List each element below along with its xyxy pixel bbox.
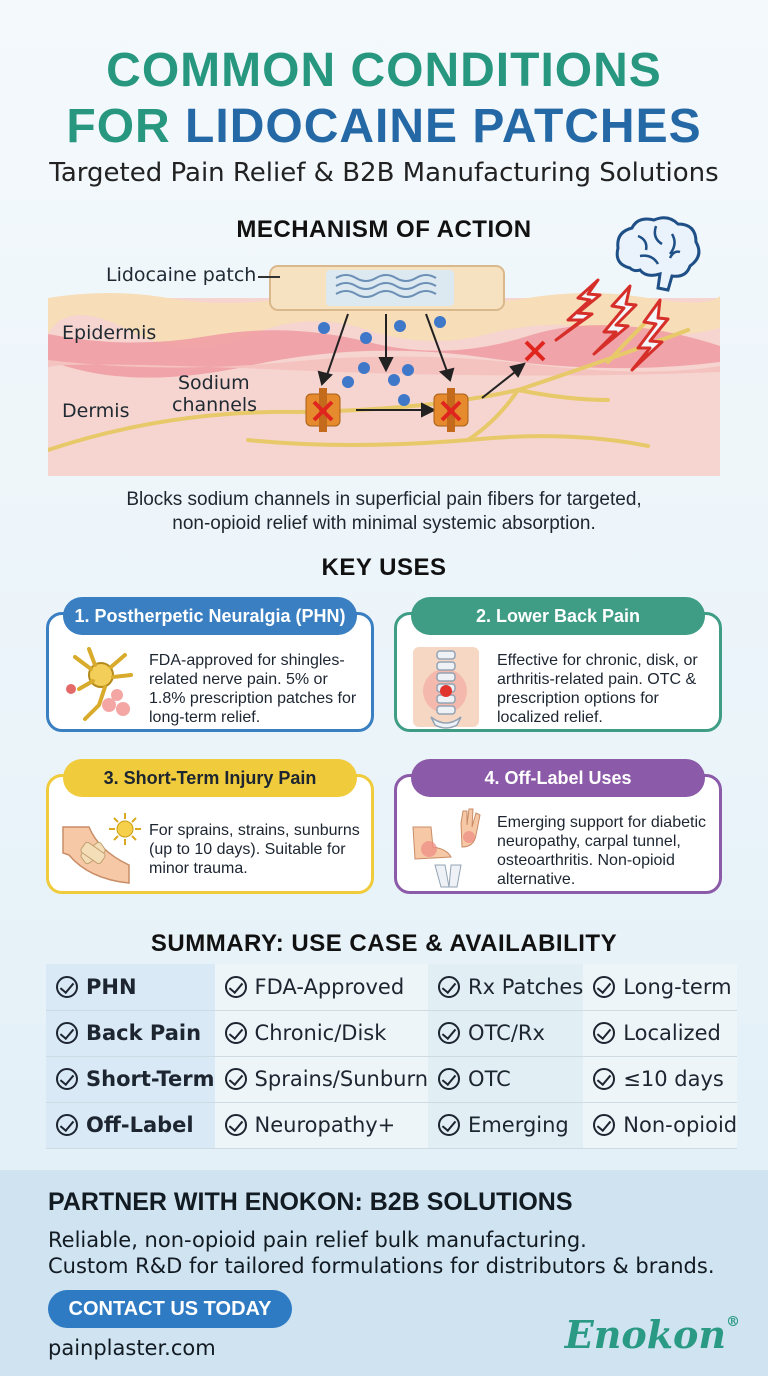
table-cell: Chronic/Disk	[254, 1021, 387, 1045]
nerve-cell-icon	[66, 647, 133, 721]
check-icon	[593, 1114, 616, 1136]
sodium-label-2: channels	[172, 394, 258, 416]
main-title-line2: FOR LIDOCAINE PATCHES	[0, 100, 768, 154]
partner-heading: PARTNER WITH ENOKON: B2B SOLUTIONS	[48, 1188, 573, 1216]
partner-line2: Custom R&D for tailored formulations for…	[48, 1254, 715, 1278]
table-row: Back Pain Chronic/Disk OTC/Rx Localized	[46, 1010, 738, 1057]
partner-line1: Reliable, non-opioid pain relief bulk ma…	[48, 1228, 587, 1252]
table-cell: Long-term	[623, 974, 732, 999]
subtitle: Targeted Pain Relief & B2B Manufacturing…	[49, 158, 719, 188]
dermis-label: Dermis	[62, 400, 130, 422]
use-card-injury: 3. Short-Term Injury Pain For sprains, s…	[46, 759, 374, 894]
brand-name: Enokon	[564, 1312, 726, 1357]
card-text: For sprains, strains, sunburns (up to 10…	[149, 822, 360, 877]
key-uses-heading: KEY USES	[321, 554, 447, 581]
card-title: 1. Postherpetic Neuralgia (PHN)	[63, 597, 357, 635]
title-prefix: FOR	[66, 100, 171, 153]
card-text: Emerging support for diabetic neuropathy…	[497, 814, 706, 888]
table-cell: Sprains/Sunburn	[254, 1067, 429, 1091]
brain-icon	[615, 216, 701, 292]
check-icon	[593, 975, 616, 998]
mechanism-caption-line2: non-opioid relief with minimal systemic …	[172, 513, 596, 534]
check-icon	[224, 1114, 247, 1136]
patch-label: Lidocaine patch	[106, 264, 257, 286]
mechanism-heading: MECHANISM OF ACTION	[236, 216, 532, 243]
use-card-off-label: 4. Off-Label Uses Emerging support for d…	[394, 759, 722, 894]
contact-us-button[interactable]: CONTACT US TODAY	[48, 1290, 292, 1328]
card-text: FDA-approved for shingles-related nerve …	[149, 652, 357, 726]
check-icon	[56, 975, 78, 998]
table-row: Off-Label Neuropathy+ Emerging Non-opioi…	[46, 1102, 738, 1149]
use-card-phn: 1. Postherpetic Neuralgia (PHN) FDA-appr…	[46, 597, 374, 732]
foot-hand-knee-icon	[412, 808, 481, 888]
table-cell: Rx Patches	[468, 974, 584, 999]
table-cell: PHN	[86, 974, 137, 999]
check-icon	[224, 975, 247, 998]
table-cell: Localized	[623, 1021, 721, 1045]
epidermis-label: Epidermis	[62, 322, 157, 344]
table-cell: ≤10 days	[623, 1067, 724, 1091]
enokon-logo: Enokon®	[565, 1312, 740, 1357]
table-cell: OTC	[468, 1067, 511, 1091]
mechanism-caption: Blocks sodium channels in superficial pa…	[40, 488, 728, 536]
card-title: 4. Off-Label Uses	[411, 759, 705, 797]
partner-section: PARTNER WITH ENOKON: B2B SOLUTIONS Relia…	[0, 1170, 768, 1376]
check-icon	[224, 1022, 247, 1044]
table-row: PHN FDA-Approved Rx Patches Long-term	[46, 964, 738, 1011]
card-title: 3. Short-Term Injury Pain	[63, 759, 357, 797]
check-icon	[224, 1068, 247, 1090]
table-row: Short-Term Sprains/Sunburn OTC ≤10 days	[46, 1056, 738, 1103]
check-icon	[56, 1022, 78, 1044]
table-cell: OTC/Rx	[468, 1021, 545, 1045]
check-icon	[593, 1068, 616, 1090]
summary-heading: SUMMARY: USE CASE & AVAILABILITY	[150, 930, 618, 957]
title-main: LIDOCAINE PATCHES	[185, 100, 702, 153]
summary-table: PHN FDA-Approved Rx Patches Long-term Ba…	[46, 964, 738, 1149]
table-cell: Short-Term	[86, 1067, 215, 1091]
check-icon	[56, 1068, 78, 1090]
registered-mark: ®	[726, 1314, 740, 1330]
bandaged-arm-sun-icon	[62, 813, 141, 884]
table-cell: Off-Label	[86, 1113, 194, 1137]
table-cell: Non-opioid	[623, 1113, 738, 1137]
mechanism-caption-line1: Blocks sodium channels in superficial pa…	[126, 489, 642, 510]
website-link[interactable]: painplaster.com	[48, 1336, 216, 1360]
main-title-line1: COMMON CONDITIONS	[106, 44, 662, 97]
spine-icon	[413, 647, 479, 729]
table-cell: Back Pain	[86, 1021, 202, 1045]
table-cell: Neuropathy+	[254, 1113, 396, 1137]
check-icon	[593, 1022, 616, 1044]
check-icon	[56, 1114, 78, 1136]
card-text: Effective for chronic, disk, or arthriti…	[497, 652, 698, 726]
card-title: 2. Lower Back Pain	[411, 597, 705, 635]
patch-leader-line	[258, 276, 280, 278]
use-card-back-pain: 2. Lower Back Pain Effective for chronic…	[394, 597, 722, 732]
table-cell: Emerging	[468, 1113, 569, 1137]
sodium-label-1: Sodium	[178, 372, 250, 394]
table-cell: FDA-Approved	[254, 974, 405, 999]
check-icon	[438, 1068, 461, 1090]
check-icon	[438, 1114, 461, 1136]
check-icon	[438, 1022, 461, 1044]
mechanism-diagram	[48, 265, 720, 476]
check-icon	[438, 975, 461, 998]
